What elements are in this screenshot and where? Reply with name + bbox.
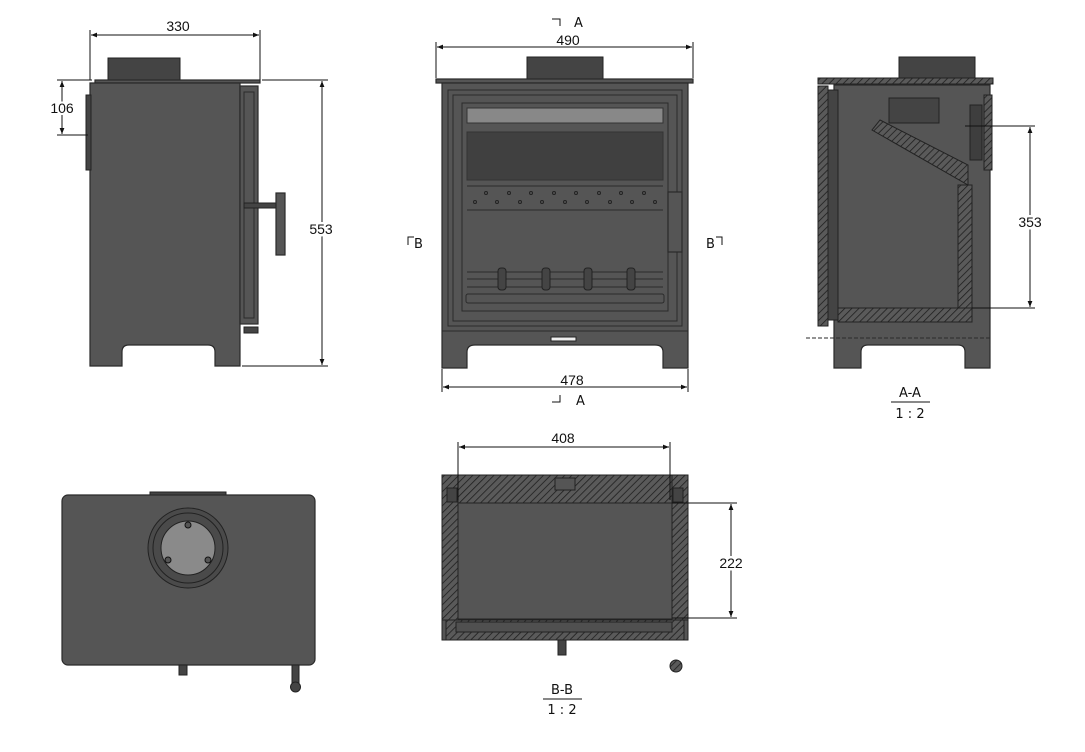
- side-body: [89, 82, 241, 367]
- side-panel-edge: [85, 94, 92, 171]
- dimension-flue-height: 106: [50, 100, 74, 116]
- dimension-firebox-height: 353: [1018, 214, 1042, 230]
- section-marker-a-bottom: A: [576, 394, 585, 409]
- fire-back-panel: [466, 131, 664, 181]
- handle-section: [669, 659, 683, 673]
- side-view: 330 106 553: [48, 18, 335, 367]
- section-marker-b-left: B: [414, 237, 423, 252]
- front-body: [441, 82, 689, 369]
- door-handle[interactable]: [667, 191, 683, 253]
- section-bb-title: B-B: [551, 683, 573, 698]
- dimension-firebox-depth: 222: [719, 555, 743, 571]
- flue-collar: [526, 56, 604, 81]
- door-glass: [827, 89, 839, 321]
- door-handle-bar: [243, 202, 277, 209]
- flue-collar: [107, 57, 181, 82]
- baffle: [466, 107, 664, 124]
- back-brick-section: [957, 184, 973, 311]
- dimension-height: 553: [309, 221, 333, 237]
- flue-spigot: [160, 520, 216, 576]
- door-handle: [275, 192, 286, 256]
- section-aa-scale: 1 : 2: [895, 407, 924, 422]
- section-marker-a-top: A: [574, 16, 583, 31]
- dimension-base-width: 478: [560, 372, 584, 388]
- air-slide: [243, 326, 259, 334]
- air-control[interactable]: [550, 336, 577, 342]
- ash-lip: [465, 293, 665, 304]
- section-aa-view: 353 A-A 1 : 2: [806, 56, 1044, 422]
- section-aa-title: A-A: [899, 386, 921, 401]
- section-marker-b-right: B: [706, 237, 715, 252]
- flue-collar: [898, 56, 976, 81]
- top-plate-section: [817, 77, 994, 85]
- front-view: 490 478 A A B B: [407, 16, 723, 409]
- door-section: [817, 85, 829, 327]
- dimension-width: 330: [166, 18, 190, 34]
- dimension-firebox-width: 408: [551, 430, 575, 446]
- section-bb-scale: 1 : 2: [547, 703, 576, 718]
- top-view: [61, 491, 316, 693]
- dimension-top-width: 490: [556, 32, 580, 48]
- base-brick-section: [837, 307, 973, 323]
- section-bb-view: 408 222 B-B 1 : 2: [441, 430, 745, 718]
